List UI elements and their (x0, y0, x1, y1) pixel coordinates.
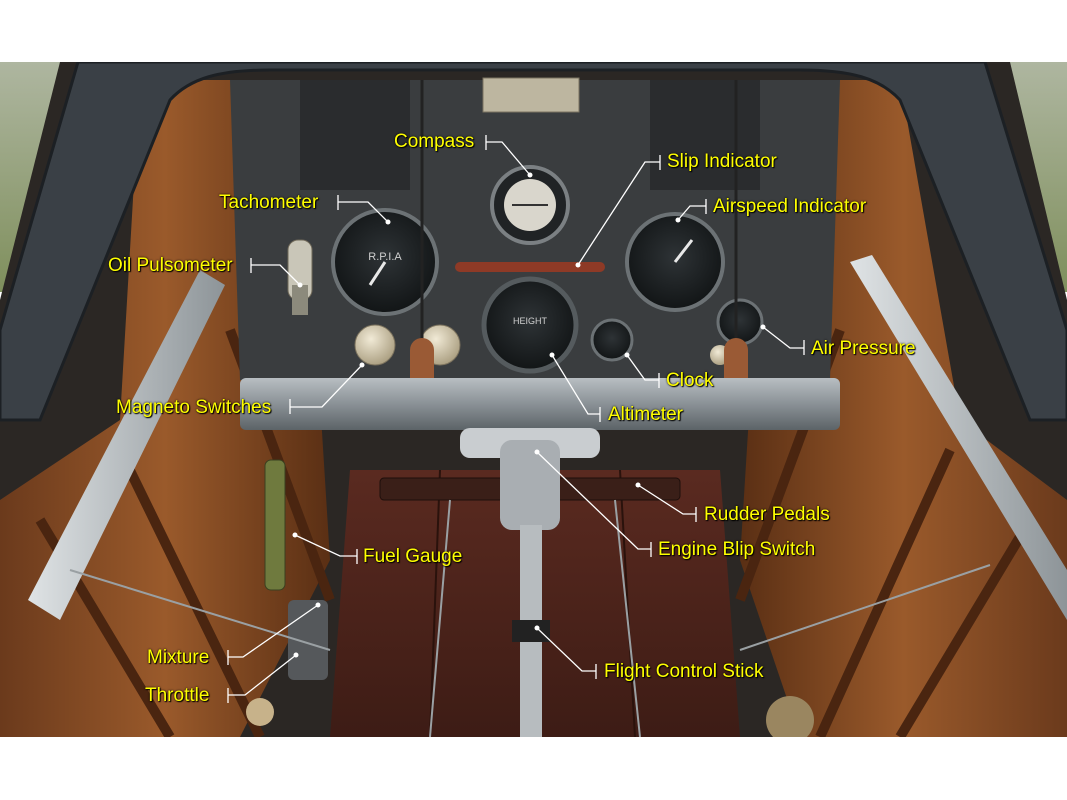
fuel-gauge-tube (264, 459, 286, 591)
label-tachometer: Tachometer (219, 192, 319, 213)
label-clock: Clock (666, 370, 714, 391)
right-rail (850, 255, 1067, 620)
label-airspeed-indicator: Airspeed Indicator (713, 196, 867, 217)
control-cables (69, 499, 991, 737)
cockpit-photo: R.P.I.A HEIGHT (0, 62, 1067, 737)
control-stick (460, 428, 600, 737)
left-rail (28, 270, 225, 620)
panel-upper-right-plate (650, 80, 760, 190)
airspeed-indicator-dial (625, 212, 725, 312)
altimeter-dial: HEIGHT (481, 276, 579, 374)
callout-dots (292, 172, 766, 658)
label-altimeter: Altimeter (608, 404, 683, 425)
tachometer-dial: R.P.I.A (331, 208, 439, 316)
cockpit-coaming (0, 62, 1067, 422)
compass-instrument (490, 165, 570, 245)
slip-indicator-tube (455, 262, 605, 272)
label-mixture: Mixture (147, 647, 210, 668)
throttle-quadrant (246, 600, 814, 737)
cockpit-illustration: R.P.I.A HEIGHT (0, 62, 1067, 737)
label-rudder-pedals: Rudder Pedals (704, 504, 830, 525)
panel-upper-left-plate (300, 80, 410, 190)
callout-leaders (227, 135, 805, 703)
label-throttle: Throttle (145, 685, 210, 706)
label-air-pressure: Air Pressure (811, 338, 916, 359)
tachometer-face-text: R.P.I.A (368, 251, 402, 263)
label-slip-indicator: Slip Indicator (667, 151, 777, 172)
label-compass: Compass (394, 131, 475, 152)
oil-pulsometer-glass (287, 239, 313, 315)
label-magneto-switches: Magneto Switches (116, 397, 272, 418)
label-fuel-gauge: Fuel Gauge (363, 546, 463, 567)
label-flight-control-stick: Flight Control Stick (604, 661, 764, 682)
cross-tube (240, 378, 840, 430)
clock-dial (590, 318, 634, 362)
label-engine-blip-switch: Engine Blip Switch (658, 539, 816, 560)
panel-plaque (482, 77, 580, 113)
altimeter-face-text: HEIGHT (513, 316, 548, 326)
label-oil-pulsometer: Oil Pulsometer (108, 255, 233, 276)
